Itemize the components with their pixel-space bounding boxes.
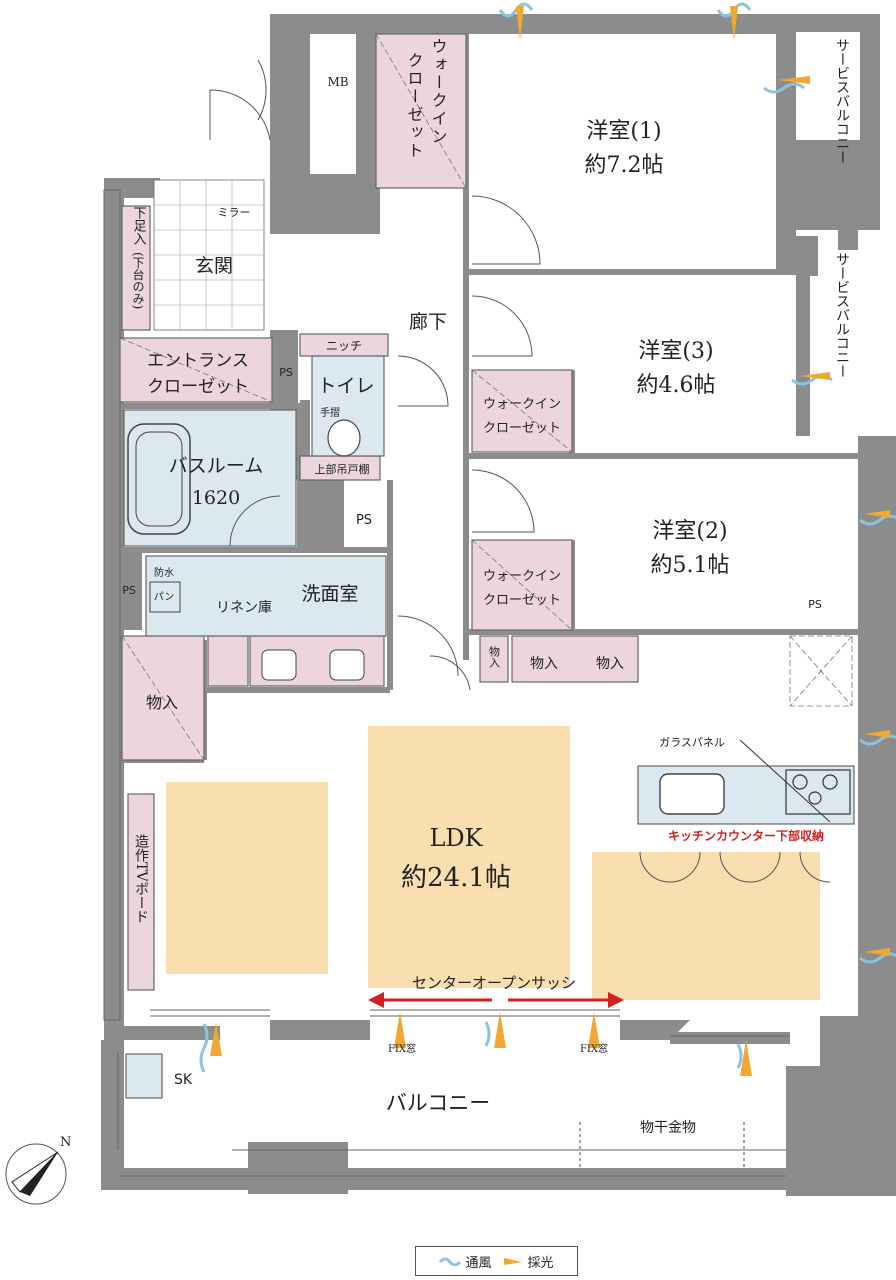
western-room-2-name: 洋室(2): [652, 519, 727, 544]
ldk-size: 約24.1帖: [401, 863, 511, 893]
shoe-box-label-1: 下足入: [131, 206, 147, 245]
storage-label-2: 物入: [488, 645, 501, 668]
waterproof-pan-label-1: 防水: [154, 566, 174, 579]
fix-window-label-2: FIX窓: [580, 1042, 608, 1055]
kitchen-storage-label: キッチンカウンター下部収納: [668, 828, 824, 843]
north-label: N: [60, 1135, 71, 1150]
shoe-box-label-2: (下台のみ): [131, 252, 145, 309]
ps-label-2: PS: [356, 513, 372, 528]
mb-label: MB: [327, 75, 348, 89]
kitchen-sink: [659, 773, 725, 815]
linen-label: リネン庫: [216, 599, 272, 616]
service-balcony-1-label: サービスバルコニー: [834, 38, 850, 164]
north-arrow: [5, 1143, 67, 1205]
wic-top-label-1: ウォークイン: [429, 38, 448, 146]
wic-3-label-2: クローゼット: [483, 421, 561, 436]
wic-3-label-1: ウォークイン: [483, 397, 561, 412]
legend: 通風 採光: [415, 1246, 578, 1276]
western-room-1-name: 洋室(1): [586, 119, 661, 144]
service-balcony-2-label: サービスバルコニー: [834, 252, 850, 378]
sk-label: SK: [174, 1072, 193, 1088]
entrance-tiles: [153, 179, 265, 331]
wic-top-label-2: クローゼット: [405, 52, 424, 160]
legend-ventilation-label: 通風: [465, 1255, 492, 1271]
storage-label-1: 物入: [146, 693, 178, 712]
bathtub: [127, 423, 191, 535]
drying-hardware-label: 物干金物: [640, 1120, 696, 1136]
fix-window-label-1: FIX窓: [388, 1042, 416, 1055]
drying-hardware: [579, 1122, 745, 1168]
closet-hatch: [119, 33, 853, 761]
waterproof-pan-label-2: パン: [154, 591, 175, 603]
bathroom-size: 1620: [192, 487, 240, 509]
western-room-3-size: 約4.6帖: [637, 373, 716, 398]
niche-label: ニッチ: [326, 339, 362, 353]
wic-2-label-2: クローゼット: [483, 593, 561, 608]
sinks: [149, 581, 365, 681]
doors: [209, 59, 831, 883]
wic-2-label-1: ウォークイン: [483, 569, 561, 584]
ps-label-3: PS: [122, 584, 136, 597]
legend-ventilation: 通風: [439, 1252, 492, 1271]
ventilation-icon: [439, 1257, 462, 1266]
legend-daylight-label: 採光: [527, 1255, 554, 1271]
daylight-icon: [503, 1258, 522, 1265]
walls: [104, 14, 896, 1196]
daylight-markers: [210, 6, 890, 1076]
storage-label-4: 物入: [596, 656, 624, 672]
entrance-closet-label-2: クローゼット: [147, 377, 249, 397]
hallway-name: 廊下: [409, 311, 447, 333]
entrance-closet-label-1: エントランス: [147, 351, 249, 371]
balcony-name: バルコニー: [386, 1091, 491, 1115]
toilet-name: トイレ: [317, 375, 374, 397]
western-room-2-size: 約5.1帖: [651, 553, 730, 578]
ldk-name: LDK: [429, 824, 483, 852]
upper-shelf-label: 上部吊戸棚: [315, 462, 370, 476]
windows: [120, 1009, 790, 1177]
western-room-3-name: 洋室(3): [638, 339, 713, 364]
tv-board-label: 造作TVボード: [133, 834, 149, 923]
entrance-name: 玄関: [195, 255, 233, 277]
legend-daylight: 採光: [502, 1252, 554, 1271]
bathroom-name: バスルーム: [169, 455, 263, 477]
sash-label: センターオープンサッシ: [412, 974, 576, 992]
western-room-1-size: 約7.2帖: [585, 153, 664, 178]
ps-label-4: PS: [808, 598, 822, 611]
handrail-label: 手摺: [320, 406, 340, 419]
toilet-bowl: [327, 419, 361, 457]
washroom-name: 洗面室: [301, 583, 358, 605]
wet-fills: [123, 355, 855, 1099]
glass-panel-label: ガラスパネル: [659, 736, 725, 749]
mirror-label: ミラー: [218, 206, 251, 219]
sash-arrows: [368, 992, 624, 1008]
ps-label-1: PS: [279, 366, 293, 379]
storage-label-3: 物入: [530, 656, 558, 672]
stove: [785, 769, 851, 815]
ldk-floor: [166, 726, 820, 1000]
